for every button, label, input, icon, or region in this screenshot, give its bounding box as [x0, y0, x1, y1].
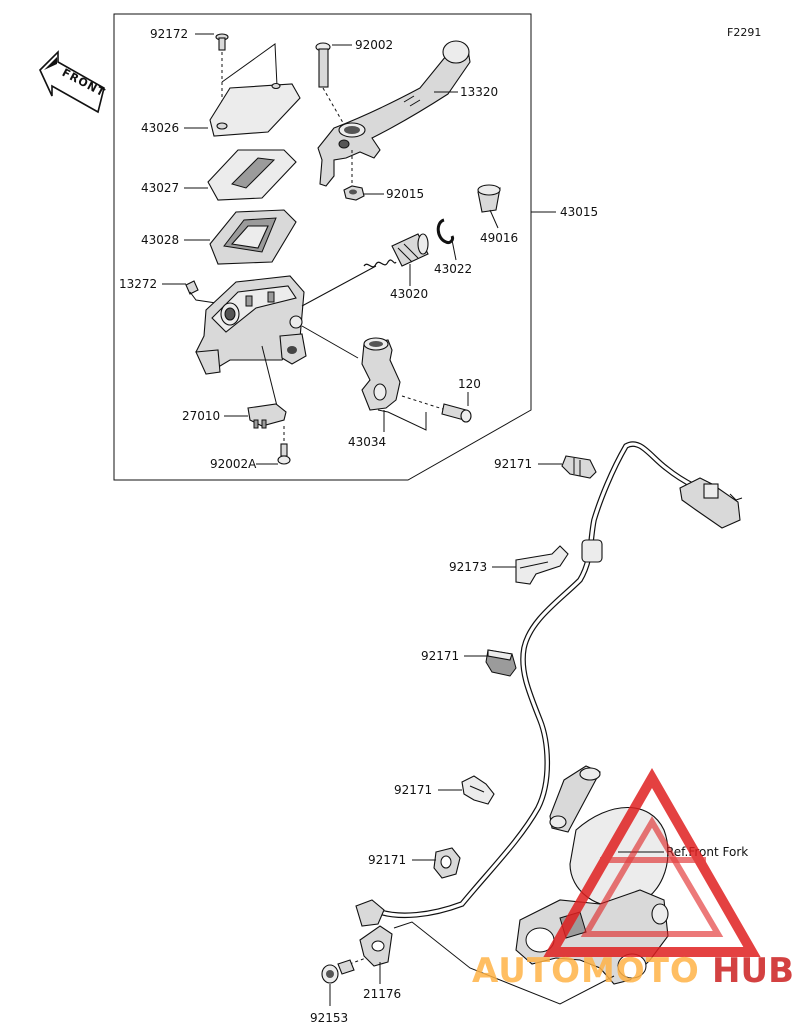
watermark-logo [543, 767, 761, 957]
brake-switch-27010-icon [247, 403, 287, 429]
assembly-frame [113, 13, 532, 481]
reservoir-cap-43026-icon [209, 82, 301, 137]
leader [301, 325, 359, 359]
label-92171-a: 92171 [494, 457, 532, 471]
bolt-92153-icon [321, 957, 367, 984]
front-arrow-icon [39, 50, 105, 114]
label-92171-c: 92171 [394, 783, 432, 797]
clamp-bolt-120-icon [401, 395, 472, 423]
leader [221, 43, 278, 87]
leader [451, 239, 457, 261]
label-92171-d: 92171 [368, 853, 406, 867]
label-92002A: 92002A [210, 457, 257, 471]
sensor-21176-icon [359, 925, 393, 967]
label-21176: 21176 [363, 987, 401, 1001]
leader [261, 345, 279, 411]
bleeder-13272-icon [185, 280, 199, 295]
reference-label: Ref.Front Fork [666, 845, 748, 859]
label-120: 120 [458, 377, 481, 391]
label-13320: 13320 [460, 85, 498, 99]
label-43027: 43027 [141, 181, 179, 195]
label-92153: 92153 [310, 1011, 348, 1025]
master-cylinder-body-icon [195, 275, 307, 375]
leader [377, 409, 427, 431]
label-27010: 27010 [182, 409, 220, 423]
diaphragm-43028-icon [209, 209, 297, 265]
bracket-92173-icon [515, 545, 569, 585]
screw-92002A-icon [277, 426, 291, 465]
label-43026: 43026 [141, 121, 179, 135]
brake-lever-13320-icon [317, 40, 471, 187]
boot-49016-icon [477, 184, 501, 213]
leader [393, 921, 615, 1005]
pivot-bolt-92002-icon [315, 42, 347, 129]
watermark-text-left: AUTOMOTO [472, 951, 700, 991]
clip-92171-d-icon [433, 847, 461, 879]
label-43022: 43022 [434, 262, 472, 276]
label-43015: 43015 [560, 205, 598, 219]
leader [489, 209, 499, 229]
watermark-text-right: HUB [712, 951, 794, 991]
holder-clamp-43034-icon [361, 337, 401, 411]
clip-92171-b-icon [485, 649, 517, 677]
label-43034: 43034 [348, 435, 386, 449]
label-92002: 92002 [355, 38, 393, 52]
label-92173: 92173 [449, 560, 487, 574]
leader [301, 265, 377, 307]
label-13272: 13272 [119, 277, 157, 291]
piston-43020-icon [363, 233, 429, 268]
clip-92171-c-icon [461, 775, 495, 805]
label-43020: 43020 [390, 287, 428, 301]
clip-92171-a-icon [561, 455, 597, 479]
label-43028: 43028 [141, 233, 179, 247]
plate-43027-icon [207, 149, 297, 201]
sensor-wire-icon [355, 441, 743, 927]
label-92171-b: 92171 [421, 649, 459, 663]
label-92172: 92172 [150, 27, 188, 41]
nut-92015-icon [343, 150, 365, 201]
label-49016: 49016 [480, 231, 518, 245]
circlip-43022-icon [436, 218, 454, 244]
label-92015: 92015 [386, 187, 424, 201]
figure-code: F2291 [727, 26, 761, 39]
